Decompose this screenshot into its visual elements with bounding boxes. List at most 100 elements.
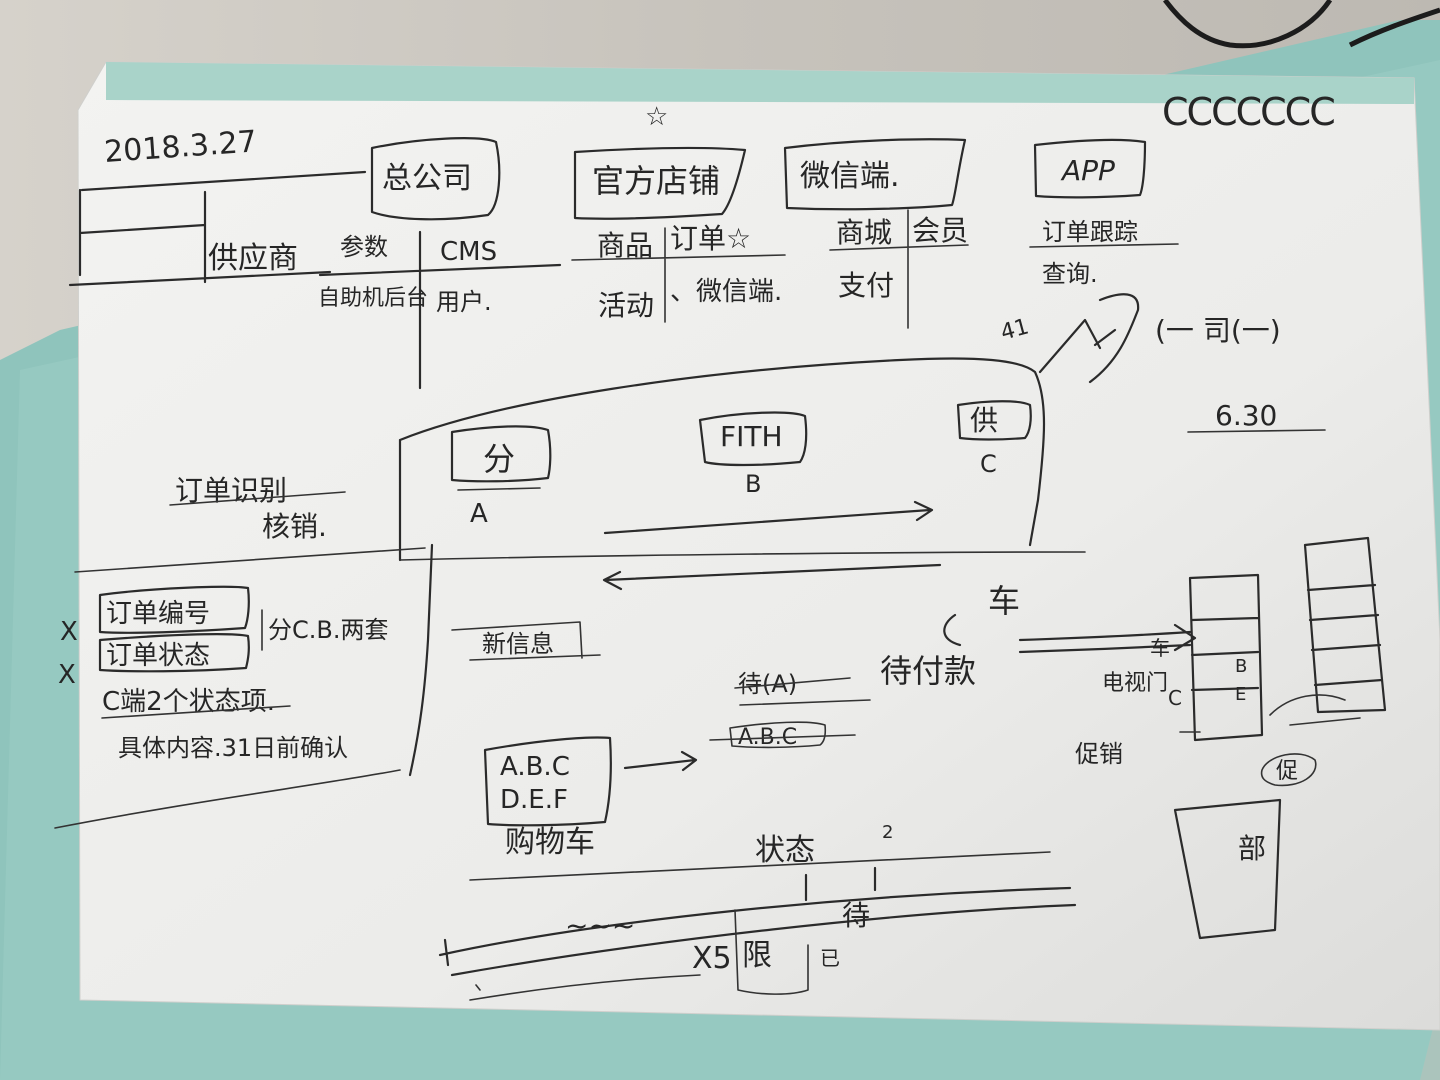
black-cable [1163, 0, 1333, 49]
row1-text: 订单编号 [106, 599, 210, 629]
activities-text: 活动 [598, 289, 654, 322]
mall-text: 商城 [836, 216, 892, 249]
label-c: C [980, 450, 997, 478]
status-text: 状态 [755, 833, 815, 868]
cart-items-1: A.B.C [500, 752, 570, 782]
row1-mark: X [60, 617, 78, 647]
app-title: APP [1060, 154, 1115, 187]
order-check-divider [74, 547, 426, 573]
order-check-title: 订单识别 [175, 474, 287, 507]
users-text: 用户. [436, 288, 492, 316]
box-a-text: 分 [483, 440, 515, 478]
shelf1-label-2: 电视门 [1102, 671, 1168, 696]
shelf1-label-1: 车 [1150, 636, 1170, 660]
new-info-box [451, 621, 601, 661]
detail-note: 具体内容.31日前确认 [118, 734, 348, 762]
bubble-text: 促 [1276, 759, 1298, 784]
struck-line-1 [734, 677, 851, 689]
date-630: 6.30 [1215, 399, 1277, 432]
head-office-box [370, 137, 501, 221]
cart-underline [469, 851, 1051, 881]
order-check-subtitle: 核销. [262, 510, 327, 543]
box-c [956, 400, 1032, 441]
shelf-connector [1179, 694, 1361, 733]
black-cable-2 [1348, 7, 1440, 48]
wechat-box [783, 138, 967, 211]
bracket-note: (一 司(一) [1155, 314, 1281, 347]
lightning-arrow [1038, 293, 1140, 384]
limited-text: 限 [742, 938, 772, 973]
shelf1-col-e: E [1235, 684, 1246, 705]
cart-label: 购物车 [505, 825, 595, 860]
struck-abc-box [729, 721, 827, 749]
vertical-stroke [408, 543, 434, 777]
new-info-text: 新信息 [482, 630, 554, 658]
label-a: A [470, 499, 488, 529]
cart-arrow [623, 750, 698, 772]
self-service-text: 自助机后台 [318, 286, 428, 311]
shelf1-col-b: B [1235, 656, 1247, 677]
shelf-1 [1188, 573, 1264, 742]
pay-text: 支付 [838, 269, 894, 302]
paper-sheet [77, 61, 1440, 1031]
date-630-underline [1187, 429, 1326, 433]
param-divider [318, 230, 562, 390]
order-tracking-text: 订单跟踪 [1042, 218, 1138, 246]
cms-text: CMS [440, 237, 497, 267]
app-box [1033, 138, 1147, 199]
hook-arrow [943, 613, 1197, 654]
app-underline [1029, 243, 1179, 248]
wechat-title: 微信端. [800, 159, 900, 194]
order-check-underline [169, 491, 346, 506]
goods-text: 商品 [597, 229, 653, 262]
cart-items-2: D.E.F [500, 785, 568, 815]
top-right-marks: CCCCCCC [1162, 90, 1334, 134]
flow-frame [398, 357, 1046, 562]
box-b [698, 411, 808, 467]
bin-label: 部 [1238, 832, 1266, 865]
box-a [450, 425, 552, 483]
row2-box [98, 633, 250, 673]
timeline-lines [438, 866, 1077, 977]
c-note-underline [101, 705, 291, 719]
row2-mark: X [58, 660, 76, 690]
lower-scribble [469, 974, 701, 1001]
star-mark: ☆ [645, 102, 668, 132]
orders-text: 订单☆ [670, 222, 751, 255]
pending-underline [739, 699, 871, 706]
official-store-title: 官方店铺 [592, 162, 720, 200]
box-c-text: 供 [970, 404, 998, 437]
official-store-box [573, 146, 747, 220]
order-check-bottom-line [54, 769, 401, 829]
cart-box [483, 736, 612, 827]
row1-box [98, 585, 250, 634]
x5-text: X5 [692, 941, 732, 976]
arrow-left [602, 563, 942, 591]
shelf1-label-4: 促销 [1075, 740, 1123, 768]
flow-base-line [399, 551, 1086, 561]
struck-line-2 [709, 734, 856, 741]
shelf1-label-3: C [1168, 686, 1182, 710]
box-b-text: FITH [720, 420, 783, 453]
cart-char: 车 [988, 582, 1020, 620]
label-b: B [745, 470, 761, 498]
row2-text: 订单状态 [106, 641, 210, 671]
limited-box [734, 909, 809, 995]
left-bracket-lines [68, 170, 367, 287]
bubble-circle [1260, 753, 1317, 787]
shelf-2 [1303, 536, 1387, 714]
official-store-grid [571, 227, 786, 323]
bin-box [1173, 798, 1282, 940]
param-text: 参数 [340, 233, 388, 261]
supplier-text: 供应商 [208, 241, 298, 276]
small-char: 已 [820, 946, 840, 970]
paper-tape-strip [106, 62, 1414, 104]
arrow-right [603, 500, 934, 535]
wechat-grid [829, 209, 969, 329]
pending-char: 待 [842, 899, 870, 932]
pending-payment: 待付款 [880, 652, 976, 690]
query-text: 查询. [1042, 260, 1098, 288]
status-sup: 2 [882, 822, 893, 843]
label-a-line [457, 487, 541, 491]
